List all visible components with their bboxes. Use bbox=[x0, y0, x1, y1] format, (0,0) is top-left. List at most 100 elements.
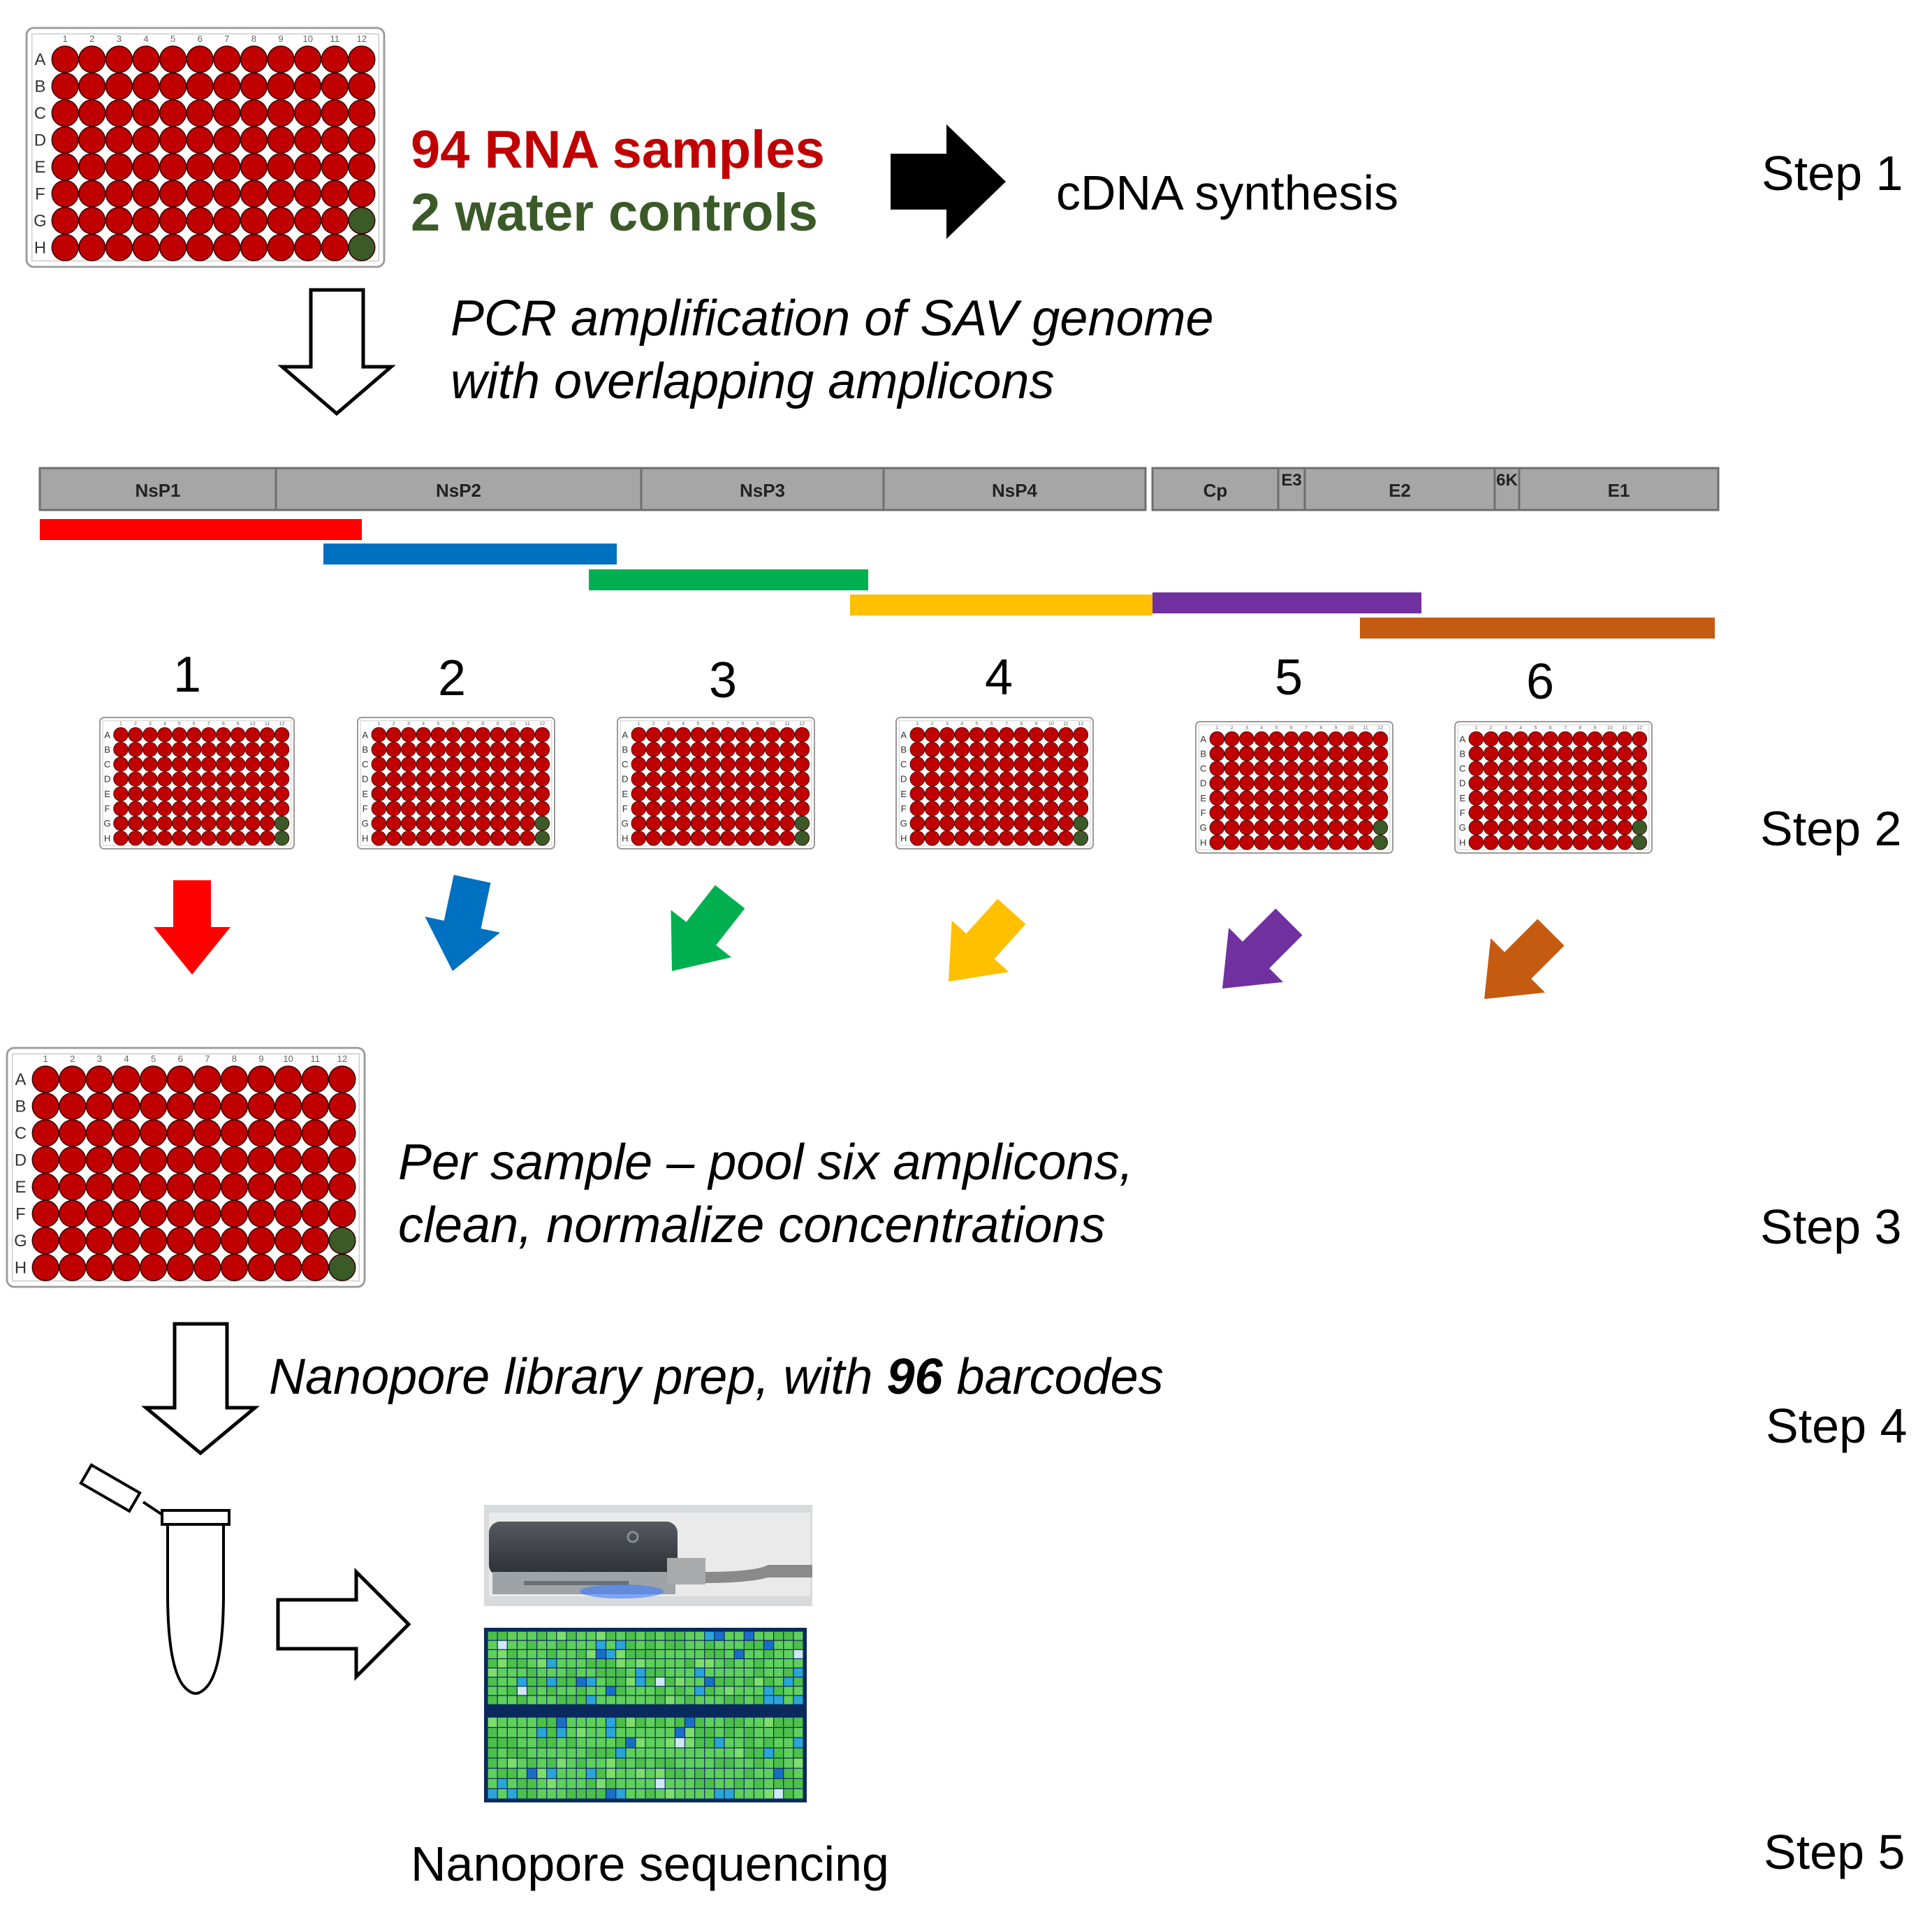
well-sample bbox=[1483, 790, 1499, 806]
well-sample bbox=[1587, 761, 1603, 776]
flowcell-channel bbox=[754, 1696, 763, 1705]
well-sample bbox=[186, 771, 202, 787]
well-sample bbox=[371, 727, 387, 743]
well-sample bbox=[690, 830, 706, 846]
well-sample bbox=[1528, 790, 1544, 806]
flowcell-channel bbox=[715, 1659, 724, 1668]
well-sample bbox=[1602, 775, 1618, 791]
well-sample bbox=[51, 45, 79, 73]
flowcell-channel bbox=[596, 1649, 606, 1659]
well-sample bbox=[59, 1253, 87, 1281]
well-sample bbox=[924, 757, 940, 772]
well-sample bbox=[401, 771, 416, 787]
flowcell-channel bbox=[793, 1728, 803, 1737]
plate-row-letter: B bbox=[1459, 748, 1465, 759]
well-sample bbox=[1468, 761, 1484, 776]
well-sample bbox=[275, 1119, 302, 1147]
well-sample bbox=[1373, 805, 1389, 821]
flowcell-channel bbox=[488, 1737, 497, 1748]
well-sample bbox=[735, 757, 751, 772]
flowcell-channel bbox=[636, 1717, 645, 1728]
flowcell-channel bbox=[566, 1748, 576, 1758]
flowcell-channel bbox=[793, 1640, 803, 1649]
well-sample bbox=[720, 801, 736, 817]
plate-col-number: 9 bbox=[1594, 724, 1597, 731]
well-sample bbox=[1513, 790, 1528, 806]
flowcell-channel bbox=[507, 1686, 517, 1696]
flowcell-channel bbox=[566, 1728, 576, 1737]
flowcell-channel bbox=[764, 1717, 774, 1728]
pcr-line-1: PCR amplification of SAV genome bbox=[451, 291, 1214, 347]
flowcell-channel bbox=[616, 1640, 626, 1649]
well-water-control bbox=[1373, 834, 1389, 850]
well-sample bbox=[661, 757, 676, 772]
well-sample bbox=[220, 1173, 249, 1201]
flowcell-channel bbox=[793, 1631, 803, 1640]
well-sample bbox=[969, 815, 985, 831]
well-sample bbox=[113, 771, 129, 787]
flowcell-channel bbox=[754, 1779, 763, 1788]
flowcell-channel bbox=[655, 1668, 665, 1677]
colored-arrow-4-icon bbox=[949, 898, 1026, 982]
flowcell-channel bbox=[685, 1758, 695, 1768]
plate-col-number: 12 bbox=[1637, 724, 1642, 731]
well-sample bbox=[505, 727, 520, 743]
well-sample bbox=[1528, 731, 1544, 747]
flowcell-channel bbox=[507, 1717, 517, 1728]
well-sample bbox=[321, 153, 349, 181]
well-sample bbox=[1313, 731, 1329, 747]
well-sample bbox=[1224, 761, 1240, 776]
flowcell-channel bbox=[764, 1737, 774, 1748]
plate-row-letter: D bbox=[34, 131, 46, 150]
well-sample bbox=[275, 1200, 302, 1227]
flowcell-channel bbox=[497, 1631, 507, 1640]
flowcell-channel bbox=[764, 1677, 774, 1686]
flowcell-channel bbox=[507, 1788, 517, 1799]
flowcell-channel bbox=[793, 1649, 803, 1659]
well-sample bbox=[201, 727, 217, 743]
well-sample bbox=[1254, 731, 1269, 747]
flowcell-channel bbox=[784, 1677, 793, 1686]
flowcell-channel bbox=[705, 1631, 715, 1640]
flowcell-channel bbox=[596, 1788, 606, 1799]
well-sample bbox=[1343, 805, 1359, 821]
flowcell-channel bbox=[715, 1737, 724, 1748]
flowcell-channel bbox=[793, 1788, 803, 1799]
plate-col-number: 12 bbox=[1078, 720, 1083, 727]
flowcell-channel bbox=[705, 1686, 715, 1696]
plate-col-number: 1 bbox=[62, 34, 67, 44]
flowcell-channel bbox=[616, 1659, 626, 1668]
well-sample bbox=[139, 1146, 168, 1174]
flowcell-channel bbox=[507, 1779, 517, 1788]
flowcell-channel bbox=[537, 1649, 547, 1659]
flowcell-channel bbox=[685, 1768, 695, 1779]
well-sample bbox=[132, 153, 160, 181]
flowcell-channel bbox=[606, 1758, 616, 1768]
flowcell-channel bbox=[537, 1748, 547, 1758]
well-sample bbox=[294, 126, 322, 154]
well-sample bbox=[328, 1065, 356, 1093]
well-sample bbox=[401, 786, 416, 802]
amplicon-bar-5 bbox=[1152, 592, 1421, 613]
well-sample bbox=[749, 801, 766, 817]
well-water-control bbox=[1632, 834, 1648, 850]
well-sample bbox=[460, 757, 476, 772]
well-sample bbox=[705, 742, 721, 757]
well-sample bbox=[1298, 775, 1314, 791]
well-sample bbox=[267, 126, 295, 154]
flowcell-channel bbox=[586, 1640, 596, 1649]
well-sample bbox=[1328, 761, 1344, 776]
well-sample bbox=[631, 815, 647, 831]
flowcell-channel bbox=[566, 1717, 576, 1728]
well-sample bbox=[240, 180, 268, 207]
flowcell-channel bbox=[793, 1768, 803, 1779]
plate-col-number: 6 bbox=[193, 720, 196, 727]
well-sample bbox=[230, 757, 246, 772]
flowcell-channel bbox=[645, 1758, 655, 1768]
flowcell-channel bbox=[606, 1696, 616, 1705]
pool-line-1: Per sample – pool six amplicons, bbox=[398, 1135, 1133, 1190]
well-sample bbox=[274, 801, 290, 817]
flowcell-channel bbox=[557, 1696, 566, 1705]
flowcell-channel bbox=[566, 1631, 576, 1640]
